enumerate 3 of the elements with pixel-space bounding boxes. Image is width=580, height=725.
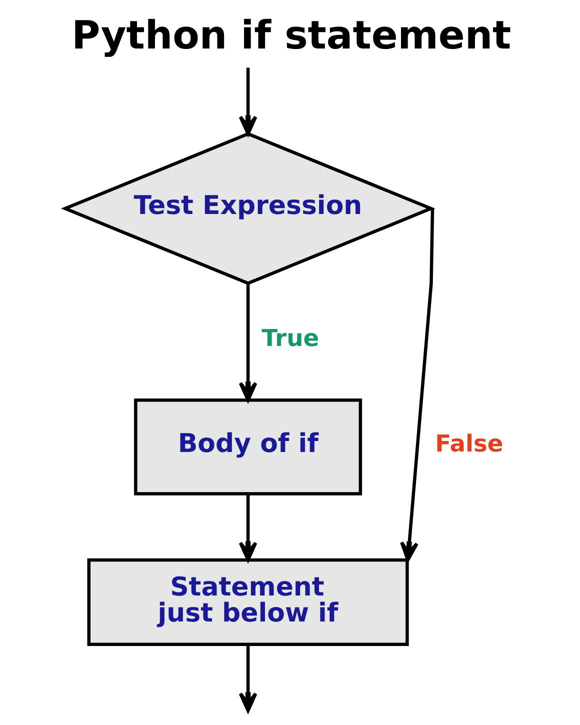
- edge-label: True: [261, 324, 319, 352]
- diagram-title: Python if statement: [71, 13, 511, 58]
- edge-label: False: [434, 429, 503, 458]
